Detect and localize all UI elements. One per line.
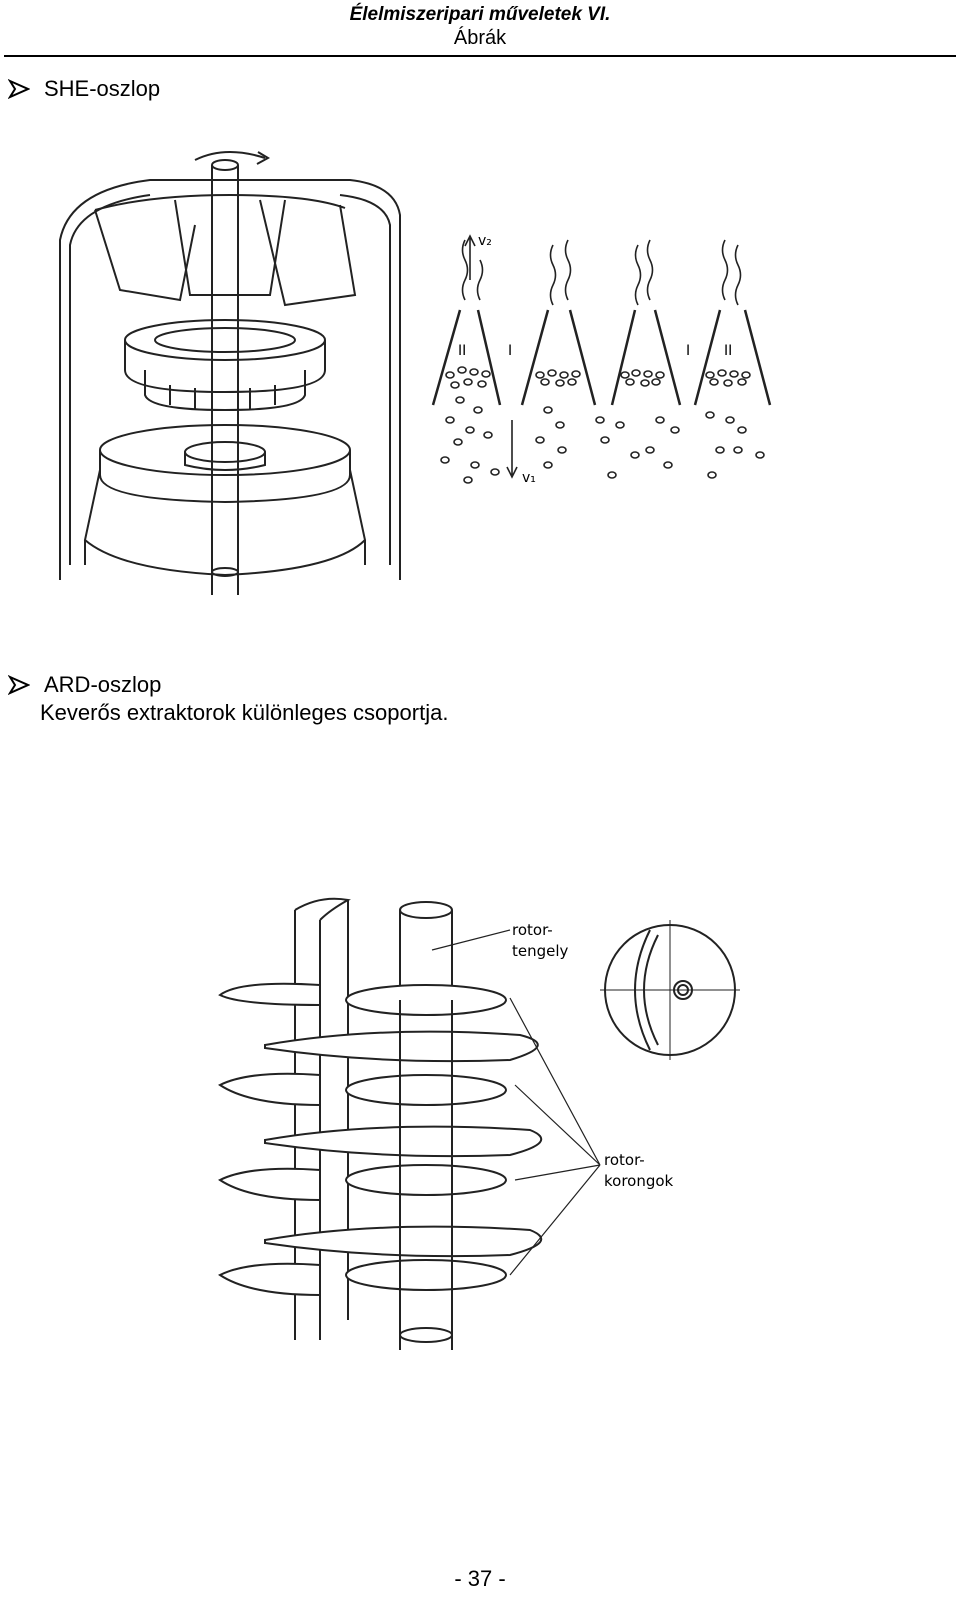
droplet xyxy=(707,471,717,479)
droplet xyxy=(643,370,653,378)
label-zone-II-left: II xyxy=(458,343,466,359)
droplet xyxy=(737,378,747,386)
droplet xyxy=(445,416,455,424)
droplet xyxy=(557,446,567,454)
droplet xyxy=(709,378,719,386)
droplet xyxy=(483,431,493,439)
droplet xyxy=(670,426,680,434)
droplet xyxy=(717,369,727,377)
document-subtitle: Ábrák xyxy=(453,27,507,49)
droplet xyxy=(453,438,463,446)
droplet xyxy=(547,369,557,377)
droplet xyxy=(595,416,605,424)
droplet xyxy=(729,370,739,378)
droplet xyxy=(630,451,640,459)
droplet xyxy=(455,396,465,404)
droplet xyxy=(655,371,665,379)
page-number: - 37 - xyxy=(454,1566,506,1591)
label-zone-I-right: I xyxy=(686,343,690,359)
ard-column-figure: rotor- tengely rotor- korongok xyxy=(218,897,740,1350)
section-ard-heading: ARD-oszlop xyxy=(8,672,161,698)
droplet xyxy=(655,416,665,424)
droplet xyxy=(535,371,545,379)
label-rotor-discs-line2: korongok xyxy=(604,1172,674,1190)
droplets-group xyxy=(440,366,765,484)
droplet xyxy=(470,461,480,469)
droplet xyxy=(600,436,610,444)
label-v1: v₁ xyxy=(522,470,536,486)
droplet xyxy=(555,421,565,429)
droplet xyxy=(555,379,565,387)
she-column-figure: v₂ v₁ II I I II xyxy=(59,150,772,595)
droplet xyxy=(559,371,569,379)
droplet xyxy=(445,371,455,379)
droplet xyxy=(725,416,735,424)
section-she-heading: SHE-oszlop xyxy=(8,76,160,102)
arrow-bullet-icon xyxy=(8,79,30,99)
label-v2: v₂ xyxy=(478,233,492,249)
droplet xyxy=(723,379,733,387)
droplet xyxy=(625,378,635,386)
droplet xyxy=(705,411,715,419)
label-rotor-shaft-line1: rotor- xyxy=(512,921,553,939)
droplet xyxy=(465,426,475,434)
arrow-bullet-icon xyxy=(8,675,30,695)
droplet xyxy=(733,446,743,454)
droplet xyxy=(640,379,650,387)
droplet xyxy=(440,456,450,464)
label-rotor-shaft-line2: tengely xyxy=(512,942,569,960)
droplet xyxy=(540,378,550,386)
droplet xyxy=(481,370,491,378)
droplet xyxy=(645,446,655,454)
droplet xyxy=(469,368,479,376)
droplet xyxy=(477,380,487,388)
droplet xyxy=(463,378,473,386)
droplet xyxy=(620,371,630,379)
droplet xyxy=(715,446,725,454)
droplet xyxy=(651,378,661,386)
section-ard-description: Keverős extraktorok különleges csoportja… xyxy=(40,700,449,725)
droplet xyxy=(663,461,673,469)
droplet xyxy=(631,369,641,377)
droplet xyxy=(543,406,553,414)
section-ard-label: ARD-oszlop xyxy=(44,672,162,697)
droplet xyxy=(473,406,483,414)
droplet xyxy=(755,451,765,459)
page-header: Élelmiszeripari műveletek VI. Ábrák xyxy=(0,0,960,60)
droplet xyxy=(741,371,751,379)
droplet xyxy=(607,471,617,479)
label-zone-II-right: II xyxy=(724,343,732,359)
droplet xyxy=(705,371,715,379)
label-rotor-discs-line1: rotor- xyxy=(604,1151,645,1169)
droplet xyxy=(737,426,747,434)
droplet xyxy=(571,370,581,378)
header-divider xyxy=(4,55,956,57)
label-zone-I-left: I xyxy=(508,343,512,359)
droplet xyxy=(543,461,553,469)
document-title: Élelmiszeripari műveletek VI. xyxy=(349,4,611,25)
droplet xyxy=(490,468,500,476)
section-she-label: SHE-oszlop xyxy=(44,76,161,101)
droplet xyxy=(535,436,545,444)
droplet xyxy=(567,378,577,386)
droplet xyxy=(450,381,460,389)
droplet xyxy=(615,421,625,429)
droplet xyxy=(457,366,467,374)
droplet xyxy=(463,476,473,484)
